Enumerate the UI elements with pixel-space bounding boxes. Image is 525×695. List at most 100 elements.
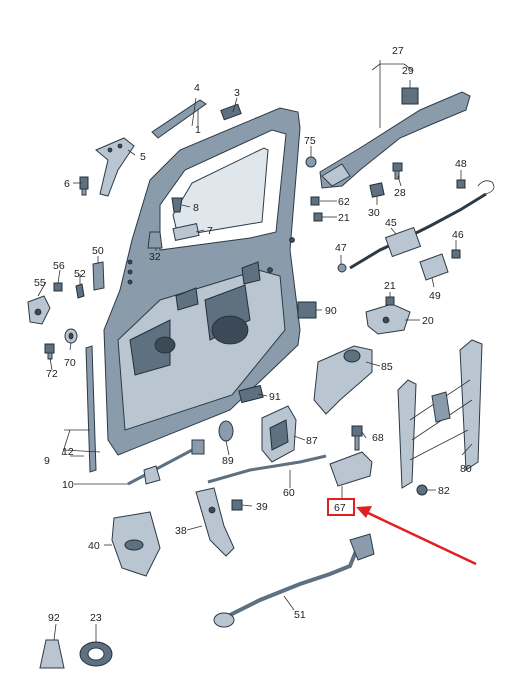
callout-label: 39	[256, 501, 268, 513]
callout-label: 70	[64, 357, 76, 369]
callout-label: 82	[438, 485, 450, 497]
callout-label: 8	[193, 202, 199, 214]
rod-part-60	[207, 454, 327, 484]
callout-label: 50	[92, 245, 104, 257]
switch-part-49	[419, 253, 449, 281]
bolt-part-48	[456, 179, 466, 189]
bolt-part-6	[79, 176, 89, 196]
callout-label: 47	[335, 242, 347, 254]
bolt-part-68	[351, 425, 363, 451]
callout-label-highlighted: 67	[334, 502, 346, 514]
callout-label: 72	[46, 368, 58, 380]
callout-label: 52	[74, 268, 86, 280]
lock-cable-part-45	[349, 180, 495, 270]
callout-label: 30	[368, 207, 380, 219]
bracket-part-38	[195, 487, 235, 557]
highlight-arrow-head	[356, 506, 372, 518]
callout-label: 9	[44, 455, 50, 467]
callout-label: 4	[194, 82, 200, 94]
callout-label: 27	[392, 45, 404, 57]
callout-labels: 1 3 4 5 6 7 8 32 27 29 28 30 75 62 21 48…	[34, 45, 472, 624]
callout-label: 75	[304, 135, 316, 147]
sealing-strip-part	[151, 99, 207, 139]
callout-label: 55	[34, 277, 46, 289]
window-regulator-part-80	[397, 339, 483, 489]
callout-label: 45	[385, 217, 397, 229]
bolt-part-39	[231, 499, 243, 511]
cover-part-90	[297, 301, 317, 319]
callout-label: 51	[294, 609, 306, 621]
callout-label: 89	[222, 455, 234, 467]
trim-part-40	[111, 511, 161, 577]
callout-label: 5	[140, 151, 146, 163]
rail-part-27	[319, 91, 471, 189]
callout-label: 48	[455, 158, 467, 170]
callout-label: 32	[149, 251, 161, 263]
callout-label: 29	[402, 65, 414, 77]
washer-part-70	[64, 328, 78, 344]
callout-label: 28	[394, 187, 406, 199]
bolt-part-62	[310, 196, 320, 206]
handle-part-7	[172, 223, 200, 241]
bolt-part-21-upper	[313, 212, 323, 222]
bracket-part-67	[329, 451, 373, 487]
bolt-part-56	[53, 282, 63, 292]
clip-part-3	[220, 103, 242, 121]
cap-part-89	[218, 420, 234, 442]
callout-label: 68	[372, 432, 384, 444]
callout-label: 23	[90, 612, 102, 624]
bolt-part-72	[44, 343, 55, 360]
guide-part-50	[92, 261, 105, 291]
cap-part-91	[238, 384, 264, 404]
callout-label: 38	[175, 525, 187, 537]
handle-shell-part-87	[261, 405, 297, 463]
callout-label: 49	[429, 290, 441, 302]
callout-label: 46	[452, 229, 464, 241]
cap-part-29	[401, 87, 419, 105]
callout-label: 40	[88, 540, 100, 552]
highlighted-callout-67: 67	[327, 486, 477, 566]
nut-part-82	[416, 484, 428, 496]
seal-strip-part-12	[85, 345, 97, 473]
callout-label: 12	[62, 446, 74, 458]
callout-label: 21	[384, 280, 396, 292]
bag-part-92	[39, 639, 65, 669]
callout-label: 21	[338, 212, 350, 224]
lock-part-20	[365, 303, 411, 335]
callout-label: 62	[338, 196, 350, 208]
callout-label: 7	[207, 225, 213, 237]
callout-label: 10	[62, 479, 74, 491]
callout-label: 85	[381, 361, 393, 373]
callout-label: 56	[53, 260, 65, 272]
nut-part-75	[305, 156, 317, 168]
stopper-part-52	[75, 283, 85, 299]
callout-label: 91	[269, 391, 281, 403]
clip-part-8	[171, 197, 183, 213]
nut-part-46	[451, 249, 461, 259]
bolt-part-28	[392, 162, 403, 180]
rod-part-10	[127, 439, 205, 486]
callout-label: 92	[48, 612, 60, 624]
callout-label: 20	[422, 315, 434, 327]
door-shell-part	[103, 107, 301, 456]
callout-label: 3	[234, 87, 240, 99]
callout-label: 87	[306, 435, 318, 447]
callout-label: 60	[283, 487, 295, 499]
cable-part-51	[213, 533, 375, 628]
tape-roll-part-23	[79, 641, 113, 667]
highlight-arrow-line	[365, 510, 477, 566]
callout-label: 6	[64, 178, 70, 190]
bracket-part-5	[95, 137, 135, 197]
pad-part-30	[369, 182, 385, 198]
highlight-box	[327, 498, 355, 516]
callout-label: 1	[195, 124, 201, 136]
bolt-part-21-lower	[385, 296, 395, 306]
hinge-part-55	[27, 295, 51, 325]
callout-label: 90	[325, 305, 337, 317]
grommet-part-32	[147, 231, 163, 249]
nut-part-47	[337, 263, 347, 273]
insulation-part-85	[313, 345, 373, 415]
leader-lines	[37, 60, 473, 642]
callout-label: 80	[460, 463, 472, 475]
